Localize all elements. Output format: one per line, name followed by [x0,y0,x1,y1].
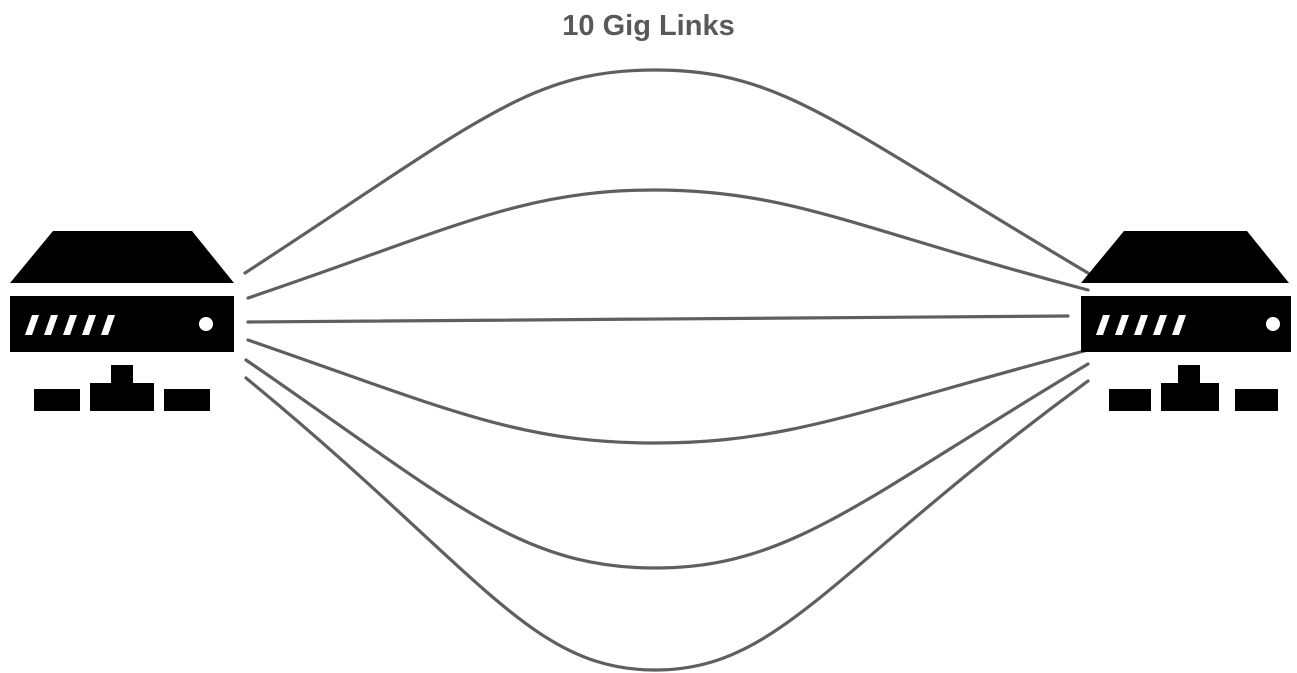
network-trunk [111,365,133,383]
network-port-center [90,383,154,411]
network-port-center [1161,383,1219,411]
links-group [243,68,1090,672]
server-power-led [1266,317,1280,331]
server-chassis [10,296,234,352]
network-port-left [34,389,80,411]
link-6 [244,376,1090,672]
link-1 [243,68,1090,275]
server-vent-slots [1096,315,1186,335]
diagram-title: 10 Gig Links [562,10,735,42]
link-3 [246,314,1070,324]
left-server-icon [10,231,234,411]
server-top-shape [10,231,234,283]
server-chassis [1081,296,1291,352]
server-power-led [199,317,213,331]
network-port-left [1109,389,1151,411]
link-4 [246,338,1090,445]
link-2 [246,188,1090,300]
right-server-icon [1081,231,1291,411]
network-port-right [1235,389,1278,411]
server-top-shape [1081,231,1289,283]
network-trunk [1178,365,1200,383]
link-5 [244,358,1090,570]
server-vent-slots [25,315,115,335]
network-port-right [164,389,210,411]
